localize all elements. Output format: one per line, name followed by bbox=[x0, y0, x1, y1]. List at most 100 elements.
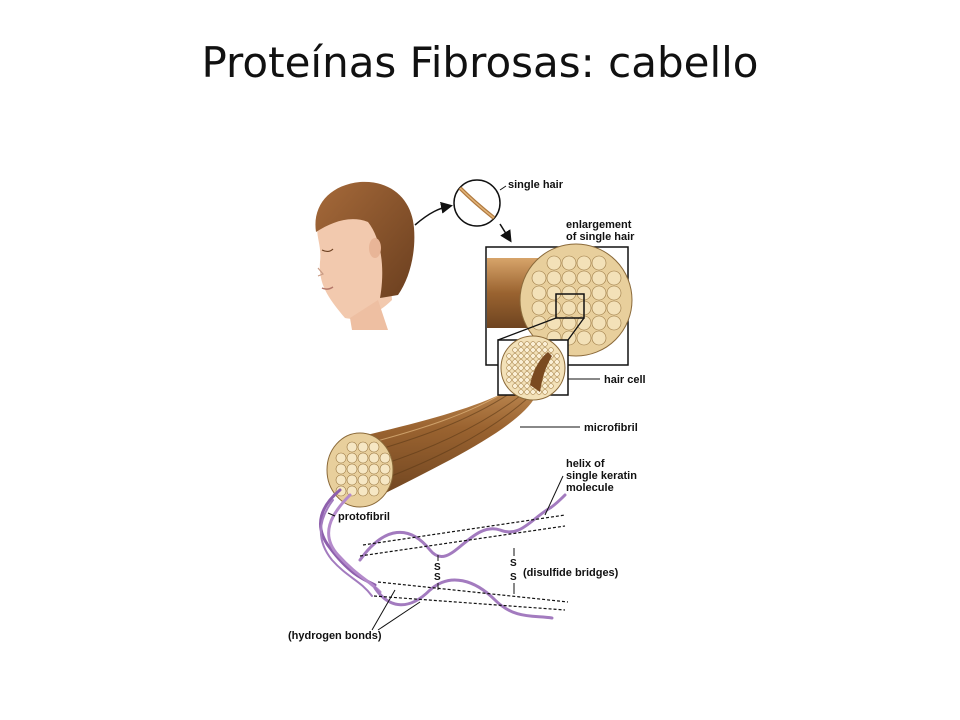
cell-dot bbox=[536, 341, 542, 347]
cell-dot bbox=[512, 359, 518, 365]
label-disulfide-bridges: (disulfide bridges) bbox=[523, 567, 619, 579]
cell-dot bbox=[542, 389, 548, 395]
cell-dot bbox=[546, 285, 562, 301]
cell-dot bbox=[524, 371, 530, 377]
leader-protofibril bbox=[327, 512, 336, 517]
hair-cell-box bbox=[497, 335, 569, 401]
cell-dot bbox=[512, 371, 518, 377]
cell-dot bbox=[561, 270, 577, 286]
cell-dot bbox=[548, 347, 554, 353]
cell-dot bbox=[606, 315, 622, 331]
zoom-lines bbox=[497, 317, 585, 341]
cell-dot bbox=[518, 347, 524, 353]
cell-dot bbox=[506, 365, 512, 371]
cell-dot bbox=[335, 463, 347, 475]
cell-dot bbox=[561, 255, 577, 271]
disulfide-bridge-1: S S bbox=[434, 555, 441, 590]
cell-dot bbox=[554, 353, 560, 359]
cell-dot bbox=[554, 377, 560, 383]
cell-dot bbox=[518, 389, 524, 395]
cell-dot bbox=[530, 389, 536, 395]
cell-dot bbox=[335, 452, 347, 464]
label-protofibril: protofibril bbox=[338, 511, 390, 523]
cell-dot bbox=[524, 365, 530, 371]
cell-dot bbox=[591, 255, 607, 271]
protofibril-end-cells bbox=[326, 432, 394, 508]
arrow-to-single-hair bbox=[414, 201, 453, 226]
slide-title: Proteínas Fibrosas: cabello bbox=[201, 38, 759, 87]
cell-dot bbox=[357, 463, 369, 475]
keratin-helices bbox=[319, 488, 567, 620]
cell-dot bbox=[512, 377, 518, 383]
cell-dot bbox=[530, 365, 536, 371]
cell-dot bbox=[531, 300, 547, 316]
leader-hydrogen-bonds bbox=[371, 589, 421, 631]
cell-dot bbox=[531, 285, 547, 301]
cell-dot bbox=[576, 270, 592, 286]
cell-dot bbox=[554, 359, 560, 365]
cell-dot bbox=[518, 383, 524, 389]
microfibril-bundle bbox=[326, 356, 548, 508]
cell-dot bbox=[346, 474, 358, 486]
cell-dot bbox=[518, 353, 524, 359]
cell-dot bbox=[546, 255, 562, 271]
cell-dot bbox=[518, 371, 524, 377]
enlargement-box bbox=[485, 243, 633, 366]
cell-dot bbox=[536, 353, 542, 359]
cell-dot bbox=[368, 485, 380, 497]
cell-dot bbox=[357, 474, 369, 486]
cell-dot bbox=[524, 359, 530, 365]
s-symbol-1b: S bbox=[434, 572, 441, 583]
cell-dot bbox=[524, 347, 530, 353]
cell-dot bbox=[346, 463, 358, 475]
label-hair-cell: hair cell bbox=[604, 374, 646, 386]
s-symbol-2a: S bbox=[510, 558, 517, 569]
cell-dot bbox=[506, 359, 512, 365]
cell-dot bbox=[524, 353, 530, 359]
s-symbol-1a: S bbox=[434, 562, 441, 573]
cell-dot bbox=[506, 371, 512, 377]
cell-dot bbox=[546, 270, 562, 286]
cell-dot bbox=[606, 270, 622, 286]
label-single-hair: single hair bbox=[508, 179, 564, 191]
disulfide-bridge-2: S S bbox=[510, 548, 517, 594]
cell-dot bbox=[368, 452, 380, 464]
cell-dot bbox=[542, 347, 548, 353]
label-hydrogen-bonds: (hydrogen bonds) bbox=[288, 630, 382, 642]
cell-dot bbox=[368, 474, 380, 486]
leader-single-hair bbox=[499, 185, 507, 191]
label-microfibril: microfibril bbox=[584, 422, 638, 434]
leader-helix bbox=[544, 475, 564, 516]
cell-dot bbox=[506, 377, 512, 383]
head-illustration bbox=[315, 181, 415, 330]
cell-dot bbox=[368, 441, 380, 453]
cell-dot bbox=[530, 353, 536, 359]
single-hair-magnifier bbox=[453, 179, 501, 227]
cell-dot bbox=[346, 441, 358, 453]
cell-dot bbox=[542, 383, 548, 389]
label-enlargement-line1: enlargement bbox=[566, 219, 632, 231]
cell-dot bbox=[530, 341, 536, 347]
cell-dot bbox=[591, 285, 607, 301]
cell-dot bbox=[518, 341, 524, 347]
cell-dot bbox=[506, 353, 512, 359]
cell-dot bbox=[524, 341, 530, 347]
cell-dot bbox=[542, 341, 548, 347]
cell-dot bbox=[554, 365, 560, 371]
cell-dot bbox=[554, 371, 560, 377]
cell-dot bbox=[531, 315, 547, 331]
cell-dot bbox=[591, 315, 607, 331]
cell-dot bbox=[524, 377, 530, 383]
cell-dot bbox=[606, 300, 622, 316]
cell-dot bbox=[530, 359, 536, 365]
cell-dot bbox=[518, 365, 524, 371]
cell-dot bbox=[561, 315, 577, 331]
label-helix-line3: molecule bbox=[566, 482, 614, 494]
cell-dot bbox=[379, 452, 391, 464]
cell-dot bbox=[357, 485, 369, 497]
cell-dot bbox=[512, 353, 518, 359]
cell-dot bbox=[357, 441, 369, 453]
cell-dot bbox=[530, 347, 536, 353]
cell-dot bbox=[548, 377, 554, 383]
